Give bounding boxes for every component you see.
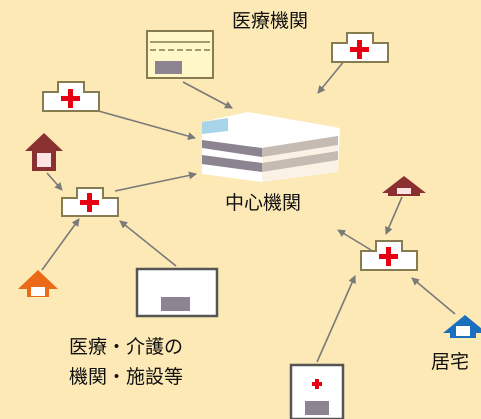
arrow-clinic-top-right-to-center (317, 59, 346, 94)
clinic-icon-top-left (42, 81, 100, 112)
arrow-house-to-right-hub (385, 196, 403, 235)
label-medical-institution: 医療機関 (232, 10, 309, 32)
arrow-facility-to-left-hub (119, 220, 177, 267)
arrow-orange-house-to-left-hub (41, 218, 80, 271)
arrow-house-to-left-hub (46, 172, 63, 191)
arrow-left-hub-to-center (114, 171, 197, 192)
arrow-top-facility-to-center (182, 81, 233, 109)
label-care-facilities-line1: 医療・介護の (69, 336, 184, 358)
arrow-clinic-top-left-to-center (94, 109, 196, 140)
clinic-icon-top-right (331, 32, 389, 63)
central-hospital-building-icon (202, 112, 340, 182)
arrow-blue-house-to-right-hub (411, 277, 456, 315)
house-icon-orange (18, 270, 58, 297)
label-care-facilities-line2: 機関・施設等 (69, 366, 184, 388)
care-facility-icon-small (289, 363, 345, 419)
house-icon-blue (443, 315, 481, 338)
care-facility-icon-bottom (135, 267, 219, 318)
label-central-institution: 中心機関 (225, 192, 302, 214)
label-home: 居宅 (431, 351, 470, 373)
house-icon-left (25, 133, 63, 171)
clinic-icon-left-hub (61, 187, 119, 217)
house-icon-right (382, 176, 426, 196)
clinic-icon-right-hub (360, 240, 418, 271)
arrow-small-facility-to-right-hub (316, 275, 356, 363)
arrow-right-hub-to-center (337, 229, 372, 251)
care-facility-icon-top (146, 30, 214, 79)
arrows (41, 59, 456, 363)
